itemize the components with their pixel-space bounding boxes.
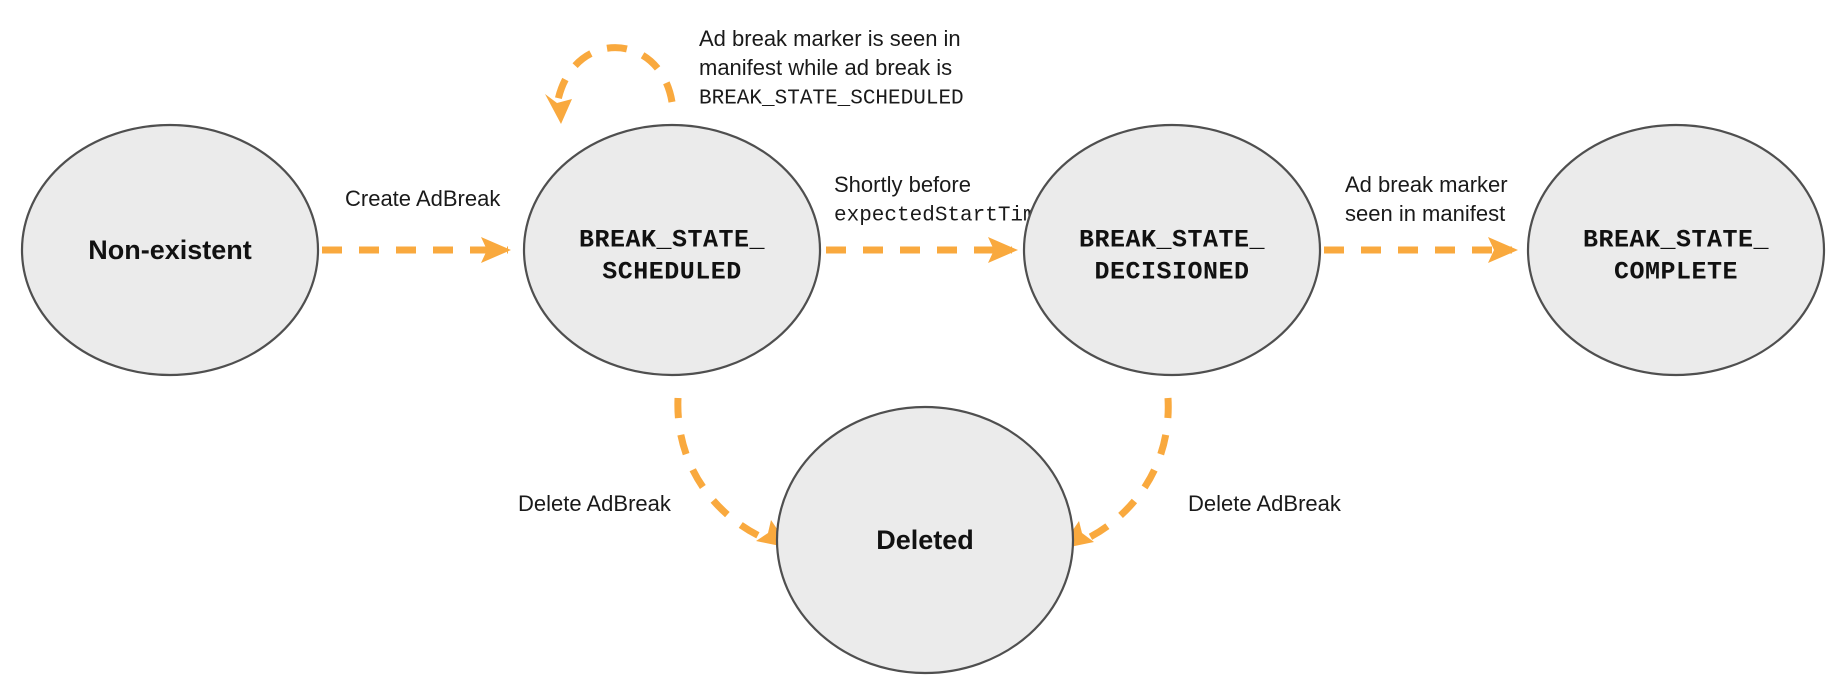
edge-scheduled-to-deleted-label-word2: AdBreak	[587, 491, 672, 516]
edge-scheduled-self-loop-label-line1: Ad break marker is seen in	[699, 26, 961, 51]
state-node-break-state-complete-label-line2: COMPLETE	[1614, 258, 1738, 287]
state-node-break-state-scheduled-label-line2: SCHEDULED	[602, 258, 742, 287]
state-node-deleted[interactable]: Deleted	[775, 405, 1075, 675]
edge-decisioned-to-complete-arrowhead	[1488, 237, 1518, 263]
state-node-break-state-scheduled-shape[interactable]	[522, 123, 822, 377]
edge-scheduled-self-loop-arrowhead	[545, 94, 572, 124]
state-node-break-state-scheduled[interactable]: BREAK_STATE_ SCHEDULED	[522, 123, 822, 377]
edge-scheduled-to-deleted-label-word1: Delete	[518, 491, 587, 516]
state-node-non-existent[interactable]: Non-existent	[20, 123, 320, 377]
state-node-non-existent-shape[interactable]	[20, 123, 320, 377]
edge-create-adbreak-label: Create AdBreak	[345, 186, 501, 211]
edge-create-adbreak-label-word1: Create	[345, 186, 416, 211]
state-node-break-state-decisioned-shape[interactable]	[1022, 123, 1322, 377]
edge-create-adbreak: Create AdBreak	[322, 186, 511, 263]
edge-scheduled-self-loop-label-line2: manifest while ad break is	[699, 55, 952, 80]
edge-create-adbreak-arrowhead	[481, 237, 511, 263]
edge-scheduled-self-loop: Ad break marker is seen in manifest whil…	[545, 26, 964, 124]
state-node-break-state-complete-shape[interactable]	[1526, 123, 1826, 377]
edge-decisioned-to-complete-label-line1: Ad break marker	[1345, 172, 1508, 197]
edge-scheduled-to-decisioned: Shortly before expectedStartTime	[826, 172, 1048, 263]
state-node-break-state-decisioned[interactable]: BREAK_STATE_ DECISIONED	[1022, 123, 1322, 377]
edge-scheduled-to-decisioned-arrowhead	[988, 237, 1018, 263]
edge-scheduled-to-deleted-label: Delete AdBreak	[518, 491, 672, 516]
edge-decisioned-to-deleted-label-word1: Delete	[1188, 491, 1257, 516]
edge-scheduled-to-deleted: Delete AdBreak	[518, 397, 790, 548]
state-node-break-state-decisioned-label-line1: BREAK_STATE_	[1079, 226, 1266, 255]
edge-scheduled-to-decisioned-label-line2: expectedStartTime	[834, 205, 1048, 228]
state-node-non-existent-label: Non-existent	[88, 235, 252, 265]
edge-scheduled-self-loop-path	[553, 44, 676, 106]
edge-scheduled-self-loop-label-line3: BREAK_STATE_SCHEDULED	[699, 88, 964, 111]
edge-create-adbreak-label-word2: AdBreak	[416, 186, 501, 211]
state-node-deleted-label: Deleted	[876, 525, 974, 555]
state-node-break-state-scheduled-label-line1: BREAK_STATE_	[579, 226, 766, 255]
state-node-break-state-complete-label-line1: BREAK_STATE_	[1583, 226, 1770, 255]
edge-decisioned-to-complete-label-line2: seen in manifest	[1345, 201, 1505, 226]
state-node-break-state-decisioned-label-line2: DECISIONED	[1094, 258, 1249, 287]
state-node-break-state-complete[interactable]: BREAK_STATE_ COMPLETE	[1526, 123, 1826, 377]
edge-decisioned-to-deleted-label: Delete AdBreak	[1188, 491, 1342, 516]
edge-scheduled-to-decisioned-label-line1: Shortly before	[834, 172, 971, 197]
edge-decisioned-to-deleted-label-word2: AdBreak	[1257, 491, 1342, 516]
edge-decisioned-to-complete: Ad break marker seen in manifest	[1324, 172, 1518, 263]
edge-scheduled-to-deleted-path	[674, 397, 770, 544]
edge-decisioned-to-deleted-path	[1080, 397, 1172, 545]
state-node-deleted-shape[interactable]	[775, 405, 1075, 675]
edge-decisioned-to-deleted: Delete AdBreak	[1060, 397, 1342, 549]
